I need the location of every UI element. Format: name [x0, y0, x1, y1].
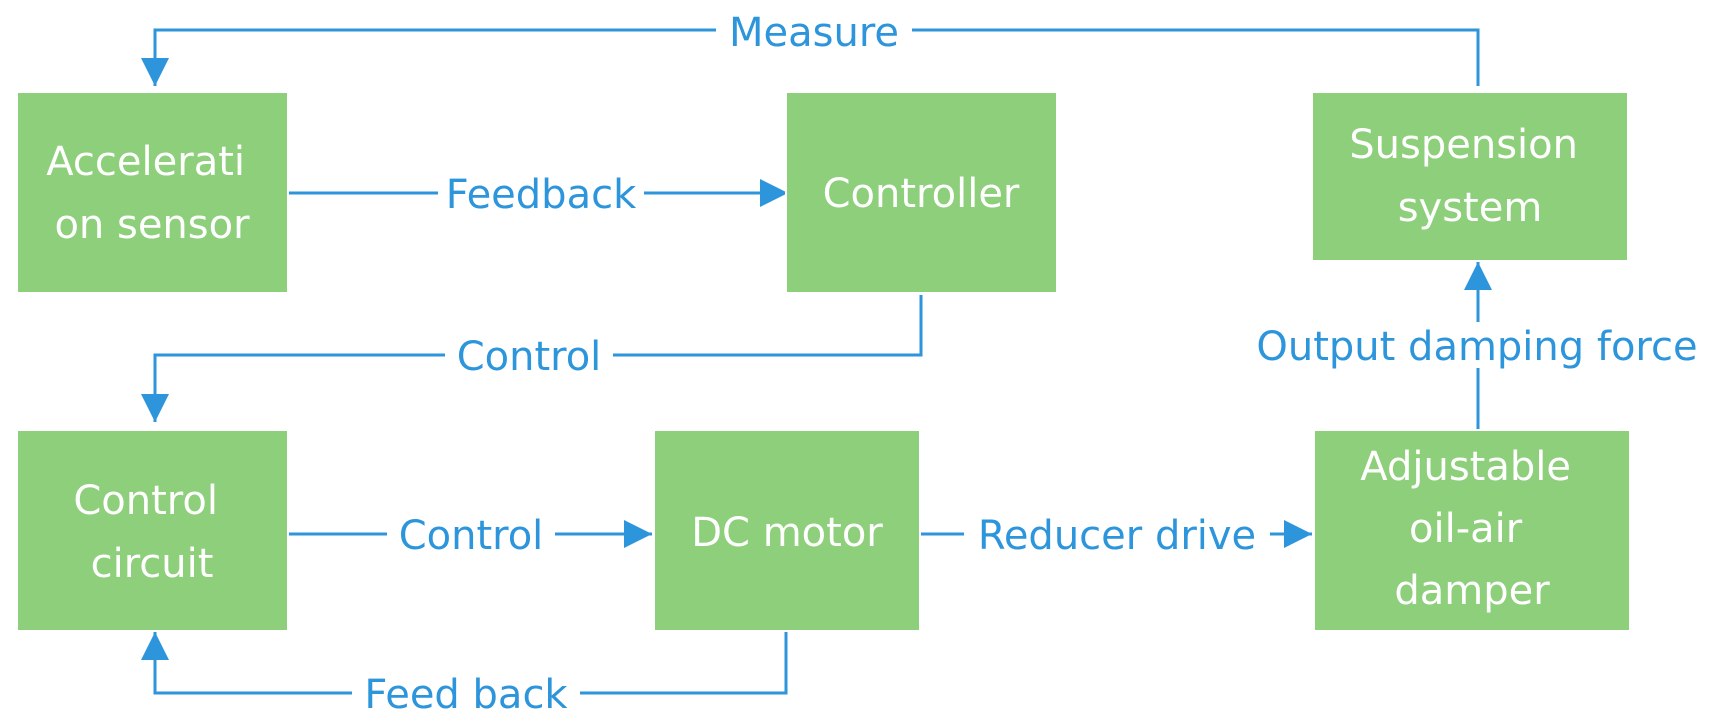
label-background — [438, 170, 644, 216]
edge-control-controller: Control — [141, 295, 923, 422]
label-background — [716, 8, 912, 54]
node-label-line: damper — [1394, 568, 1550, 614]
label-background — [964, 511, 1270, 557]
node-label-line: Controller — [823, 171, 1020, 217]
node-label-line: Accelerati — [46, 139, 245, 185]
node-acceleration-sensor: Accelerati on sensor — [16, 91, 289, 294]
edge-feedback-sensor: Feedback — [288, 170, 788, 218]
edge-label-feedback-sensor: Feedback — [446, 172, 637, 218]
edge-label-output-damping: Output damping force — [1256, 324, 1697, 370]
label-background — [445, 332, 613, 378]
node-label-line: system — [1398, 185, 1543, 231]
edge-control-circuit-motor: Control — [288, 511, 652, 559]
node-label-line: Adjustable — [1360, 444, 1571, 490]
label-background — [1242, 322, 1712, 368]
node-label: Accelerati on sensor — [46, 139, 257, 248]
label-background — [387, 511, 555, 557]
node-label: Adjustable oil-air damper — [1360, 444, 1583, 614]
edge-label-control-controller: Control — [457, 334, 602, 380]
edge-label-measure: Measure — [729, 10, 899, 56]
node-label-line: oil-air — [1409, 506, 1523, 552]
edge-feedback-motor: Feed back — [141, 632, 788, 718]
node-label-line: circuit — [91, 541, 214, 587]
node-label: Suspension system — [1349, 122, 1590, 231]
node-label-line: on sensor — [54, 202, 250, 248]
node-label-line: DC motor — [691, 510, 883, 556]
edge-output-damping: Output damping force — [1242, 262, 1712, 430]
node-dc-motor: DC motor — [653, 429, 921, 632]
edge-measure: Measure — [141, 8, 1480, 86]
label-background — [352, 670, 580, 716]
node-label: Controller — [823, 171, 1020, 217]
node-label: Control circuit — [73, 478, 230, 587]
node-adjustable-damper: Adjustable oil-air damper — [1313, 429, 1631, 632]
node-label-line: Suspension — [1349, 122, 1578, 168]
edge-label-control-circuit-motor: Control — [399, 513, 544, 559]
node-controller: Controller — [785, 91, 1058, 294]
edge-label-feedback-motor: Feed back — [364, 672, 568, 718]
node-control-circuit: Control circuit — [16, 429, 289, 632]
node-label: DC motor — [691, 510, 883, 556]
node-suspension-system: Suspension system — [1311, 91, 1629, 262]
edge-label-reducer-drive: Reducer drive — [978, 513, 1256, 559]
node-label-line: Control — [73, 478, 218, 524]
edge-reducer-drive: Reducer drive — [920, 511, 1312, 559]
